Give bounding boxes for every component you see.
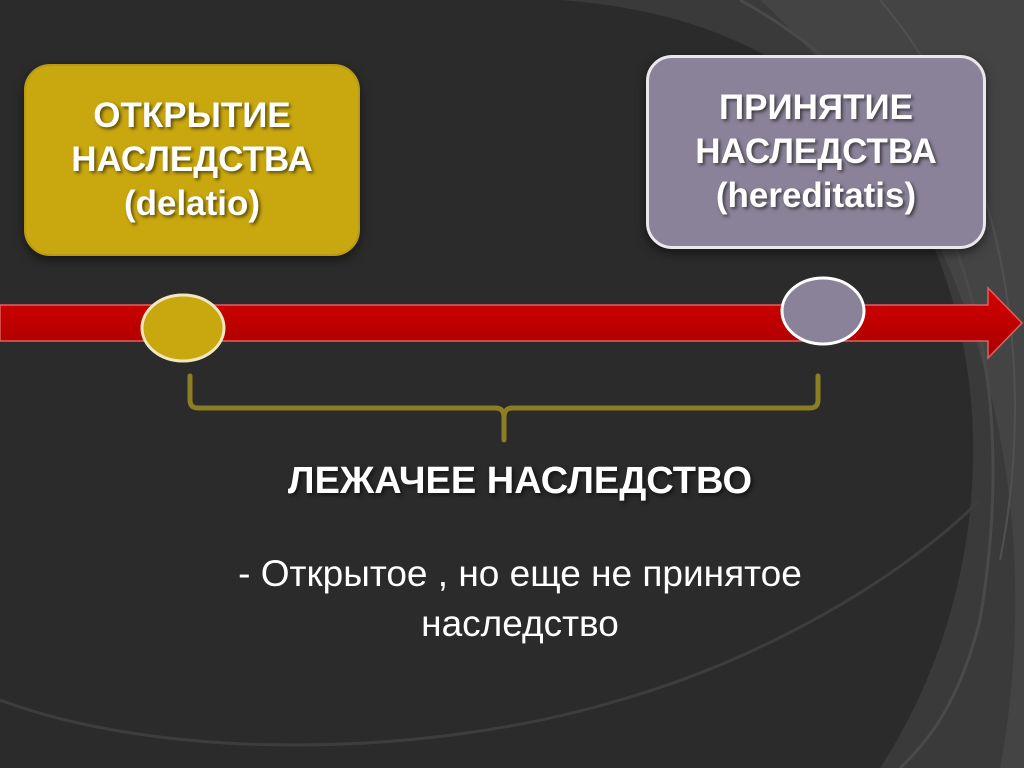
opening-of-inheritance-box: ОТКРЫТИЕ НАСЛЕДСТВА (delatio) <box>24 64 360 256</box>
acceptance-box-line1: ПРИНЯТИЕ <box>719 88 913 127</box>
definition-line2: наследство <box>421 603 619 644</box>
acceptance-box-line3: (hereditatis) <box>715 176 917 215</box>
acceptance-box-line2: НАСЛЕДСТВА <box>695 132 937 171</box>
opening-point-marker <box>140 293 226 363</box>
period-brace <box>187 373 821 443</box>
opening-box-line3: (delatio) <box>123 184 261 223</box>
acceptance-point-marker <box>780 276 866 346</box>
opening-box-line2: НАСЛЕДСТВА <box>71 140 313 179</box>
definition-line1: - Открытое , но еще не принятое <box>238 553 802 594</box>
opening-box-line1: ОТКРЫТИЕ <box>93 96 291 135</box>
term-definition: - Открытое , но еще не принятое наследст… <box>100 549 940 649</box>
term-title: ЛЕЖАЧЕЕ НАСЛЕДСТВО <box>287 460 753 502</box>
acceptance-of-inheritance-box: ПРИНЯТИЕ НАСЛЕДСТВА (hereditatis) <box>646 55 986 249</box>
